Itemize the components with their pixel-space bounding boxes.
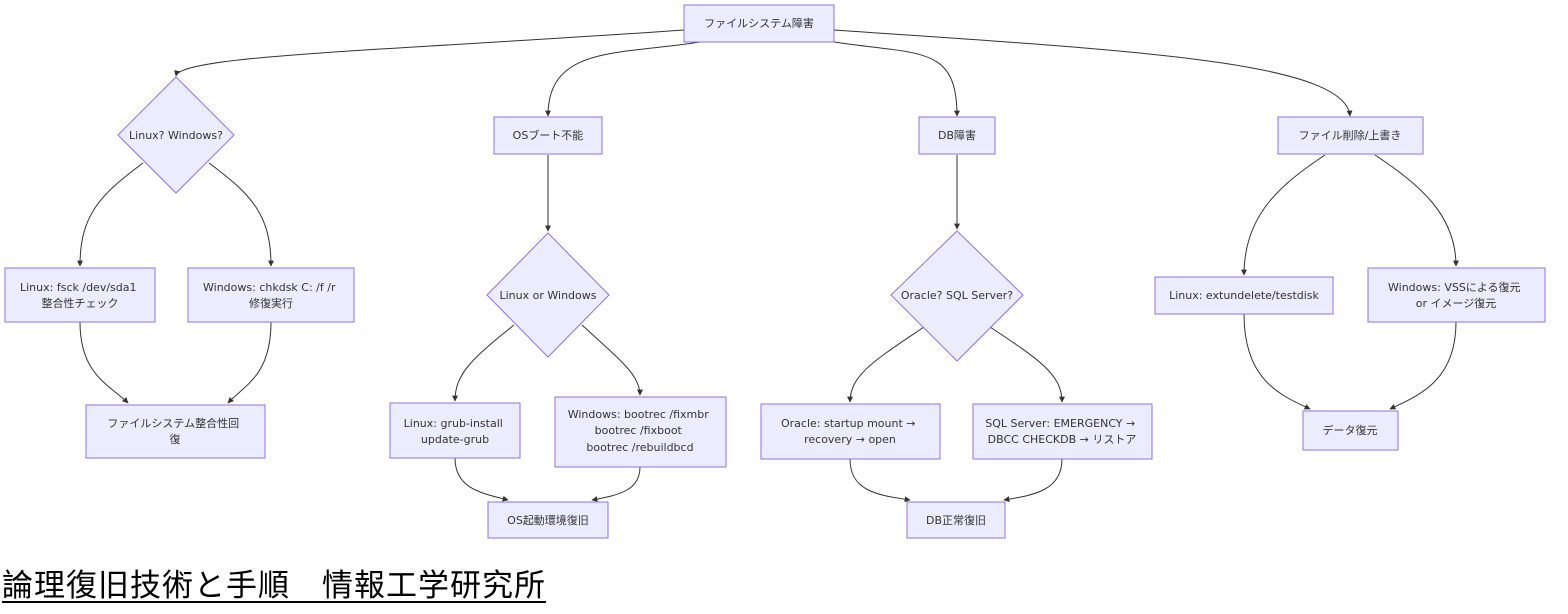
node-db-failure: DB障害 [918,116,996,155]
flowchart: ファイルシステム障害 Linux? Windows? OSブート不能 DB障害 … [4,4,1546,539]
edge-root-to-file-delete [833,29,1353,117]
node-db-failure-label: DB障害 [938,128,976,142]
edge-bootrec-to-os-env [591,466,641,503]
node-bootrec-line-3: bootrec /rebuildbcd [586,441,693,454]
decision-linux-windows: Linux? Windows? [117,76,235,194]
node-oracle-line-1: Oracle: startup mount → [781,417,915,430]
node-oracle: Oracle: startup mount → recovery → open [760,403,941,460]
node-sqlserver-line-1: SQL Server: EMERGENCY → [985,417,1135,430]
node-grub: Linux: grub-install update-grub [389,402,521,459]
svg-text:ファイルシステム整合性回 復: ファイルシステム整合性回 復 [107,416,242,446]
node-root: ファイルシステム障害 [683,4,835,43]
node-extundelete-label: Linux: extundelete/testdisk [1169,289,1319,302]
node-fs-restore-line-1: ファイルシステム整合性回 [107,416,239,430]
edge-grub-to-os-env [454,457,509,502]
edge-dec-db-to-sqlserver [989,326,1065,403]
node-data-restore-label: データ復元 [1323,423,1378,437]
node-fsck: Linux: fsck /dev/sda1 整合性チェック [4,267,156,323]
edge-root-to-db-fail [833,41,960,117]
node-os-boot-failure-label: OSブート不能 [513,128,584,142]
node-grub-line-1: Linux: grub-install [404,417,503,430]
node-oracle-line-2: recovery → open [804,433,896,446]
edge-dec2-to-bootrec [581,324,643,396]
node-fsck-line-2: 整合性チェック [42,296,119,310]
decision-linux-or-windows: Linux or Windows [486,232,610,358]
edge-file-del-to-vss [1374,154,1459,267]
decision-linux-windows-label: Linux? Windows? [129,129,223,142]
node-grub-line-2: update-grub [421,433,489,446]
node-db-ok: DB正常復旧 [906,501,1006,539]
node-vss-line-1: Windows: VSSによる復元 [1388,281,1520,294]
svg-text:Windows: bootrec /fixmbr: Windows: bootrec /fixmbr bootrec /fixboo… [568,408,713,454]
node-vss: Windows: VSSによる復元 or イメージ復元 [1367,267,1546,323]
node-chkdsk-line-2: 修復実行 [249,296,293,310]
edge-vss-to-data [1389,321,1457,410]
node-extundelete: Linux: extundelete/testdisk [1154,276,1334,315]
node-os-env-restore-label: OS起動環境復旧 [507,513,589,527]
svg-text:SQL Server: EMERGENCY →: SQL Server: EMERGENCY → DBCC CHECKDB → リ… [985,417,1139,446]
node-root-label: ファイルシステム障害 [704,16,814,30]
svg-text:Windows: VSSによる復元 or イメー: Windows: VSSによる復元 or イメージ復元 [1388,281,1524,310]
decision-linux-or-windows-label: Linux or Windows [500,289,597,302]
node-fs-restore-line-2: 復 [170,433,181,446]
edge-dec2-to-grub [452,324,515,402]
svg-text:Oracle: startup mount →: Oracle: startup mount → recovery → open [781,417,919,446]
node-bootrec: Windows: bootrec /fixmbr bootrec /fixboo… [554,396,727,468]
node-os-boot-failure: OSブート不能 [493,116,603,155]
edge-root-to-os-boot [545,41,701,117]
node-file-delete: ファイル削除/上書き [1277,116,1424,155]
svg-text:Linux: grub-install upda: Linux: grub-install update-grub [404,417,507,446]
node-bootrec-line-2: bootrec /fixboot [595,424,683,437]
edge-root-to-linux-windows [174,29,685,77]
node-bootrec-line-1: Windows: bootrec /fixmbr [568,408,709,421]
decision-oracle-sqlserver-label: Oracle? SQL Server? [901,289,1013,302]
node-fsck-line-1: Linux: fsck /dev/sda1 [20,281,136,294]
edge-dec1-to-chkdsk [208,162,274,267]
edge-dec1-to-fsck [77,162,144,267]
edge-oracle-to-db-ok [849,458,911,503]
edge-dec-db-to-oracle [847,326,925,403]
edges [77,29,1459,503]
node-chkdsk-line-1: Windows: chkdsk C: /f /r [203,281,336,294]
decision-oracle-sqlserver: Oracle? SQL Server? [890,230,1024,362]
svg-text:Linux: fsck /dev/sda1 整合: Linux: fsck /dev/sda1 整合性チェック [20,281,140,310]
edge-fsck-to-restore [79,321,129,404]
node-vss-line-2: or イメージ復元 [1416,297,1497,310]
node-os-env-restore: OS起動環境復旧 [487,501,609,539]
node-chkdsk: Windows: chkdsk C: /f /r 修復実行 [187,267,355,323]
edge-file-del-to-extundelete [1241,154,1326,276]
node-file-delete-label: ファイル削除/上書き [1299,128,1402,142]
edge-extundelete-to-data [1243,313,1311,410]
node-fs-restore: ファイルシステム整合性回 復 [85,404,266,459]
node-data-restore: データ復元 [1302,410,1399,451]
edge-sqlserver-to-db-ok [1003,458,1063,503]
node-sqlserver-line-2: DBCC CHECKDB → リストア [988,433,1137,446]
node-sqlserver: SQL Server: EMERGENCY → DBCC CHECKDB → リ… [972,403,1153,460]
edge-chkdsk-to-restore [227,321,272,404]
svg-text:Windows: chkdsk C: /f /r: Windows: chkdsk C: /f /r 修復実行 [203,281,339,310]
node-db-ok-label: DB正常復旧 [926,514,986,527]
footer-title: 論理復旧技術と手順 情報工学研究所 [2,568,546,604]
